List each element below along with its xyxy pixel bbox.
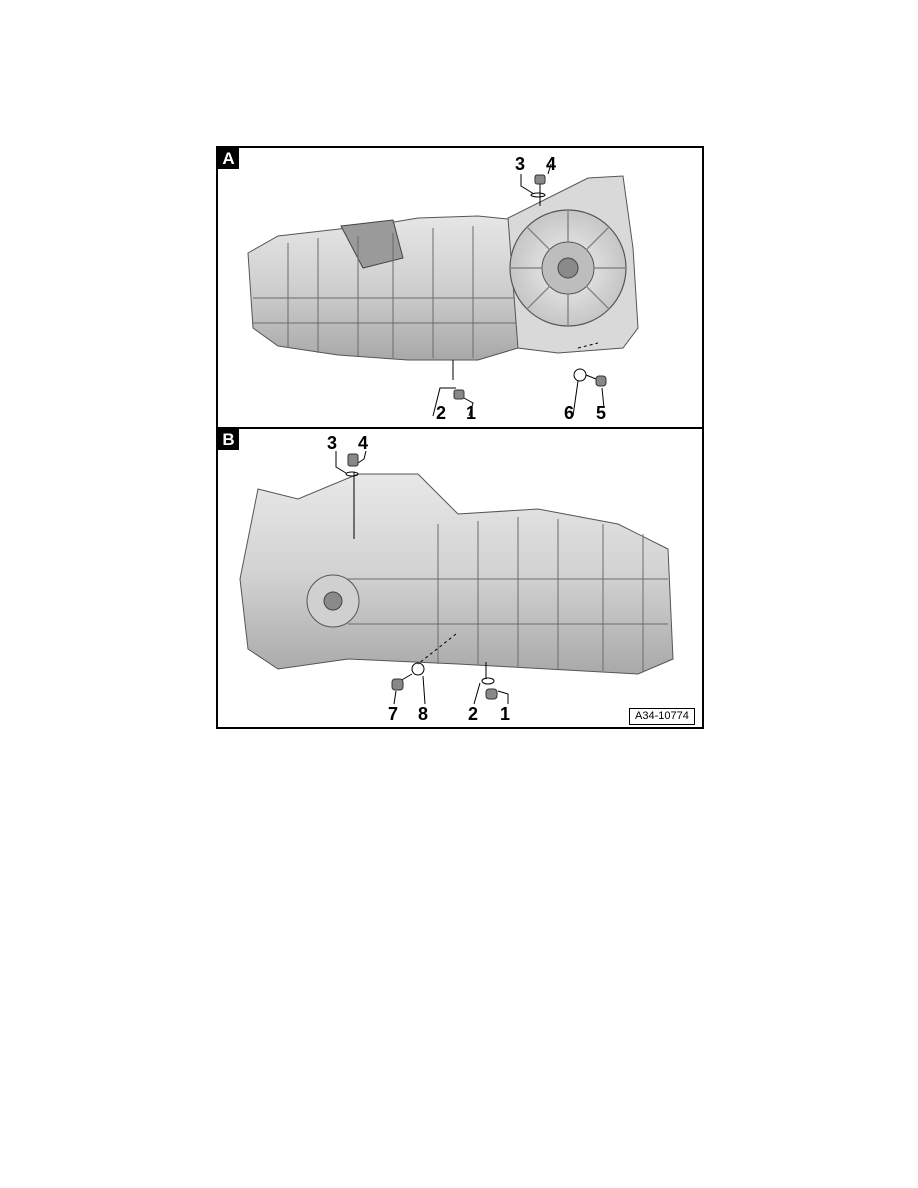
callout-6: 6 [564,403,575,423]
callout-2: 2 [468,704,479,724]
callout-5: 5 [596,403,607,423]
figure-reference-id: A34-10774 [629,708,695,725]
callout-1: 1 [500,704,511,724]
panel-label-a: A [218,148,239,169]
transmission-illustration-a [247,163,639,417]
panel-b: B 3 4 7 8 2 1 A34-10774 [218,429,702,727]
callout-3: 3 [327,433,338,453]
callout-1: 1 [466,403,477,423]
callout-2: 2 [436,403,447,423]
callout-4: 4 [546,154,557,174]
panel-a: A 3 4 2 1 6 5 [218,148,702,427]
callout-8: 8 [418,704,429,724]
panel-divider [218,427,702,429]
figure-frame: A 3 4 2 1 6 5 [216,146,704,729]
transmission-illustration-b [239,450,674,705]
callout-4: 4 [358,433,369,453]
callout-7: 7 [388,704,399,724]
callout-3: 3 [515,154,526,174]
panel-label-b: B [218,429,239,450]
